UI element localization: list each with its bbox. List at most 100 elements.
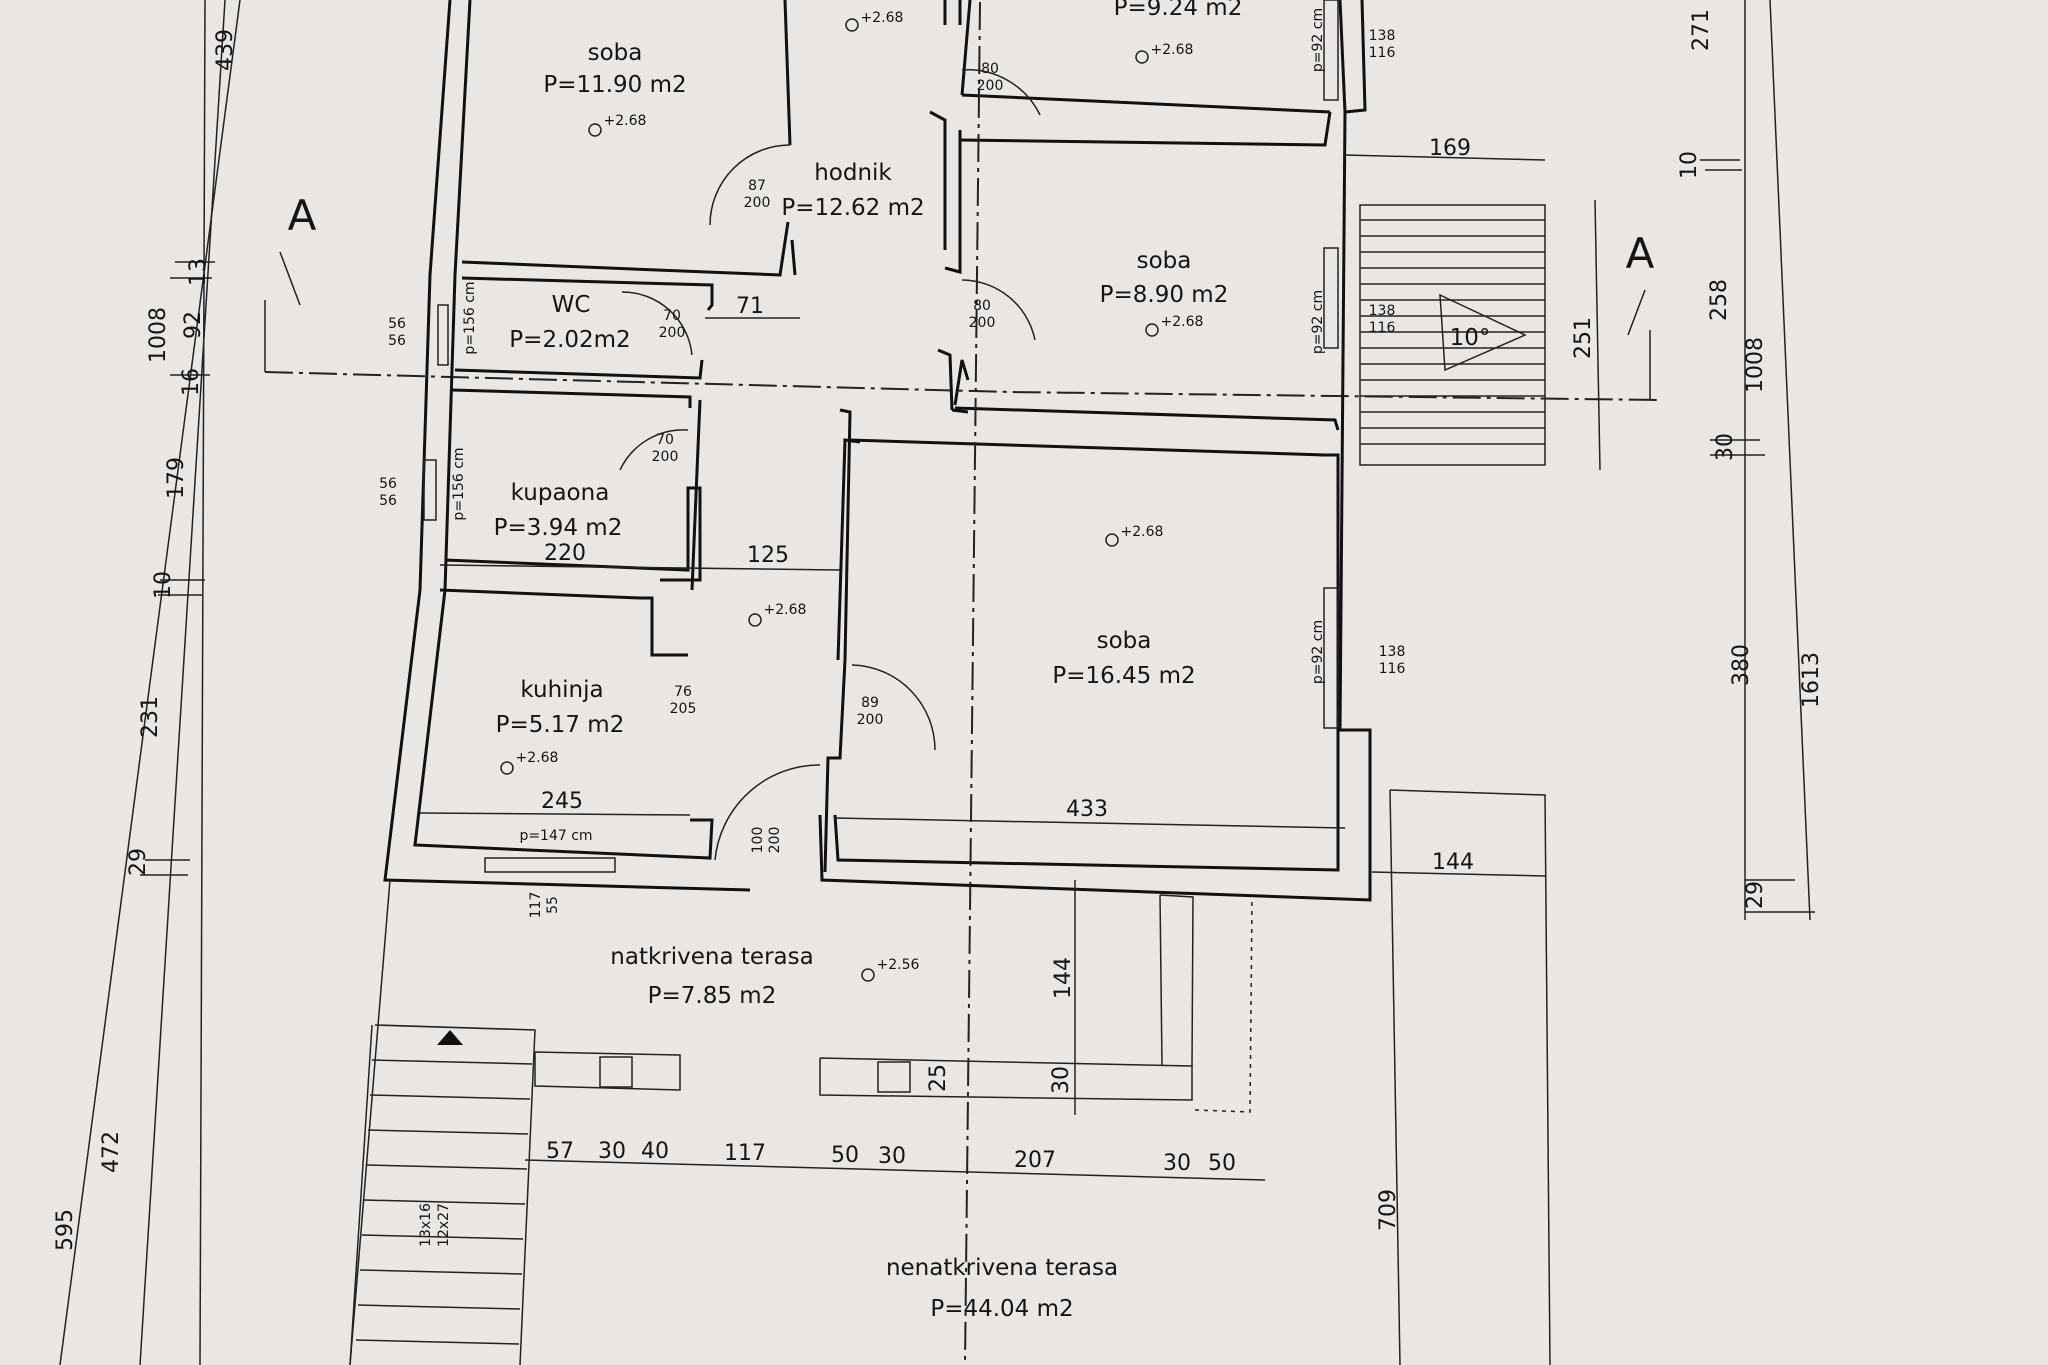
room-area-soba-4: P=16.45 m2 xyxy=(1052,663,1195,689)
door-height: 200 xyxy=(652,449,679,465)
dim-label: 271 xyxy=(1689,9,1714,51)
level-label: +2.68 xyxy=(1161,314,1204,330)
window-label: p=156 cm xyxy=(451,447,467,520)
section-line-a xyxy=(264,251,1661,401)
window-label: p=92 cm xyxy=(1310,290,1326,354)
exterior-walls xyxy=(383,0,1372,902)
dim-label: 10 xyxy=(1677,151,1702,179)
window-width: 116 xyxy=(1369,320,1396,336)
window-label: p=147 cm xyxy=(519,828,592,844)
dim-label: 472 xyxy=(99,1131,124,1173)
room-area-soba-2: P=9.24 m2 xyxy=(1114,0,1243,21)
door-swings xyxy=(619,69,1041,861)
left-dimension-chain xyxy=(59,0,241,1365)
dim-label: 50 xyxy=(831,1143,859,1168)
dim-label: 251 xyxy=(1571,317,1596,359)
room-name-soba-1: soba xyxy=(588,40,643,66)
dim-label: 439 xyxy=(213,29,238,71)
dim-label: 71 xyxy=(736,294,764,319)
window-width: 138 xyxy=(1369,28,1396,44)
door-width: 87 xyxy=(748,178,766,194)
room-area-soba-1: P=11.90 m2 xyxy=(543,72,686,98)
room-name-kupaona: kupaona xyxy=(511,480,610,506)
dim-label: 30 xyxy=(1163,1151,1191,1176)
room-name-nenatkrivena-terasa: nenatkrivena terasa xyxy=(886,1255,1118,1281)
dim-label: 595 xyxy=(53,1209,78,1251)
window-width: 117 xyxy=(528,892,544,919)
dim-label: 169 xyxy=(1429,136,1471,161)
room-area-natkrivena-terasa: P=7.85 m2 xyxy=(648,983,777,1009)
roof-slope-label: 10° xyxy=(1450,325,1491,351)
dim-label: 125 xyxy=(747,543,789,568)
staircase xyxy=(349,1024,536,1365)
room-area-nenatkrivena-terasa: P=44.04 m2 xyxy=(930,1296,1073,1322)
door-height: 200 xyxy=(857,712,884,728)
room-name-kuhinja: kuhinja xyxy=(520,677,603,703)
room-name-wc: WC xyxy=(552,292,591,318)
window-width: 56 xyxy=(379,493,397,509)
dim-label: 50 xyxy=(1208,1151,1236,1176)
room-name-hodnik: hodnik xyxy=(814,160,892,186)
level-label: +2.68 xyxy=(516,750,559,766)
dim-label: 40 xyxy=(641,1139,669,1164)
room-area-wc: P=2.02m2 xyxy=(509,327,630,353)
dim-label: 10 xyxy=(151,571,176,599)
dim-label: 30 xyxy=(1049,1066,1074,1094)
dim-label: 433 xyxy=(1066,797,1108,822)
interior-walls xyxy=(439,0,1340,873)
dim-label: 29 xyxy=(126,848,151,876)
room-area-soba-3: P=8.90 m2 xyxy=(1100,282,1229,308)
window-width: 138 xyxy=(1379,644,1406,660)
dim-label: 179 xyxy=(164,457,189,499)
window-width: 56 xyxy=(388,316,406,332)
door-width: 80 xyxy=(981,61,999,77)
room-area-kuhinja: P=5.17 m2 xyxy=(496,712,625,738)
dim-label: 1008 xyxy=(146,307,171,363)
door-width: 70 xyxy=(656,432,674,448)
dim-label: 117 xyxy=(724,1141,766,1166)
room-area-hodnik: P=12.62 m2 xyxy=(781,195,924,221)
window-width: 116 xyxy=(1369,45,1396,61)
door-width: 70 xyxy=(663,308,681,324)
window-label: p=92 cm xyxy=(1310,8,1326,72)
window-width: 55 xyxy=(545,896,561,914)
dim-label: 245 xyxy=(541,789,583,814)
door-height: 200 xyxy=(969,315,996,331)
window-width: 138 xyxy=(1369,303,1396,319)
section-marker-right: A xyxy=(1626,229,1655,278)
window-label: p=92 cm xyxy=(1310,620,1326,684)
dim-label: 207 xyxy=(1014,1148,1056,1173)
window-width: 56 xyxy=(379,476,397,492)
room-area-kupaona: P=3.94 m2 xyxy=(494,515,623,541)
door-height: 200 xyxy=(977,78,1004,94)
dim-label: 30 xyxy=(878,1144,906,1169)
terrace-outline xyxy=(349,1,1551,1365)
level-label: +2.56 xyxy=(877,957,920,973)
pergola-slats xyxy=(1359,204,1546,466)
window-width: 56 xyxy=(388,333,406,349)
dim-label: 30 xyxy=(598,1139,626,1164)
stair-label: 13x16 xyxy=(418,1203,434,1247)
window-label: p=156 cm xyxy=(462,281,478,354)
dim-label: 144 xyxy=(1051,957,1076,999)
section-marker-left: A xyxy=(288,191,317,240)
dim-label: 16 xyxy=(179,368,204,396)
door-width: 89 xyxy=(861,695,879,711)
level-label: +2.68 xyxy=(764,602,807,618)
room-name-natkrivena-terasa: natkrivena terasa xyxy=(610,944,813,970)
level-label: +2.68 xyxy=(861,10,904,26)
inner-dimension-lines xyxy=(419,154,1601,1181)
level-label: +2.68 xyxy=(604,113,647,129)
dim-label: 57 xyxy=(546,1139,574,1164)
dim-label: 25 xyxy=(926,1064,951,1092)
dim-label: 92 xyxy=(181,311,206,339)
dim-label: 258 xyxy=(1707,279,1732,321)
door-width: 100 xyxy=(750,827,766,854)
door-width: 76 xyxy=(674,684,692,700)
dim-label: 13 xyxy=(186,258,211,286)
stair-label: 12x27 xyxy=(436,1203,452,1247)
dim-label: 231 xyxy=(138,696,163,738)
dim-label: 144 xyxy=(1432,850,1474,875)
level-label: +2.68 xyxy=(1121,524,1164,540)
